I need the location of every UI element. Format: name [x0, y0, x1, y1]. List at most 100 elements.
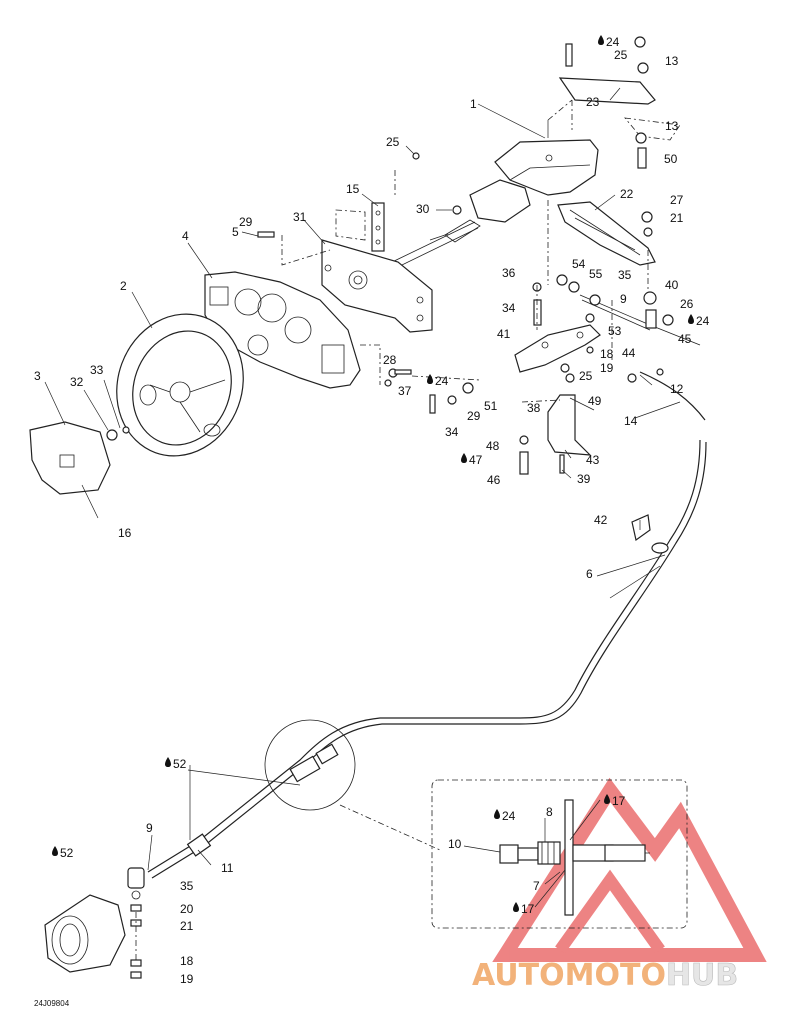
part-number-label: 9 [146, 821, 153, 835]
part-number-label: 11 [221, 861, 234, 875]
part-number-label: 29 [467, 409, 481, 423]
part-number-label: 10 [448, 837, 462, 851]
part-number-label: 18 [600, 347, 614, 361]
part-number-label: 3 [34, 369, 41, 383]
part-number-label: 17 [521, 902, 535, 916]
part-number-label: 35 [618, 268, 632, 282]
part-number-label: 28 [383, 353, 397, 367]
part-number-label: 26 [680, 297, 694, 311]
detail-fitting [499, 799, 650, 916]
watermark-moto: MOTO [565, 958, 666, 993]
pitman-arm-41 [514, 324, 601, 373]
watermark-triangle-icon [492, 777, 767, 962]
detail-box [431, 779, 688, 929]
watermark-hub: HUB [666, 958, 738, 993]
bracket-22 [557, 201, 656, 266]
watermark-auto: AUTO [472, 958, 565, 993]
sealant-drop-icon [598, 35, 604, 45]
watermark-text: AUTOMOTOHUB [472, 958, 738, 993]
part-number-label: 24 [502, 809, 516, 823]
cable-14 [639, 371, 706, 421]
watermark-logo [492, 777, 767, 962]
part-number-label: 35 [180, 879, 194, 893]
part-number-label: 23 [586, 95, 600, 109]
part-number-label: 34 [445, 425, 459, 439]
part-number-label: 46 [487, 473, 501, 487]
part-number-label: 13 [665, 119, 679, 133]
part-number-label: 42 [594, 513, 608, 527]
sealant-drop-icon [604, 794, 610, 804]
sealant-drop-icon [165, 757, 171, 767]
steering-cable-6 [147, 439, 701, 873]
part-number-label: 24 [606, 35, 620, 49]
horn-cover [29, 421, 111, 495]
part-number-label: 24 [696, 314, 710, 328]
part-number-label: 17 [612, 794, 626, 808]
part-number-label: 38 [527, 401, 541, 415]
sealant-drop-icon [461, 453, 467, 463]
fasteners [257, 36, 674, 475]
part-number-label: 52 [60, 846, 74, 860]
washer-33 [122, 426, 130, 434]
sealant-drop-icon [494, 809, 500, 819]
sealant-drop-icon [52, 846, 58, 856]
assembly-lines [281, 170, 649, 385]
part-number-label: 2 [120, 279, 127, 293]
part-number-label: 43 [586, 453, 600, 467]
part-number-label: 1 [470, 97, 477, 111]
sealant-drop-icon [427, 374, 433, 384]
cable-bracket [521, 394, 592, 456]
part-number-label: 48 [486, 439, 500, 453]
part-number-label: 14 [624, 414, 638, 428]
part-number-label: 19 [600, 361, 614, 375]
detail-circle [264, 719, 356, 811]
sealant-drop-icon [513, 902, 519, 912]
part-number-label: 36 [502, 266, 516, 280]
part-number-label: 50 [664, 152, 678, 166]
part-number-label: 7 [533, 879, 540, 893]
mounting-plate [321, 202, 433, 333]
part-number-label: 4 [182, 229, 189, 243]
cable-end-ball [127, 833, 212, 979]
nut-32 [106, 429, 118, 441]
part-number-label: 40 [665, 278, 679, 292]
detail-leader [339, 804, 441, 851]
leader-lines [44, 87, 681, 908]
part-number-label: 53 [608, 324, 622, 338]
part-number-label: 25 [614, 48, 628, 62]
part-number-label: 21 [180, 919, 194, 933]
part-number-label: 5 [232, 225, 239, 239]
part-number-label: 13 [665, 54, 679, 68]
part-number-label: 47 [469, 453, 483, 467]
part-number-label: 22 [620, 187, 634, 201]
sealant-drop-icon [688, 314, 694, 324]
part-number-label: 19 [180, 972, 194, 986]
part-number-label: 24 [435, 374, 449, 388]
part-number-label: 41 [497, 327, 511, 341]
part-number-label: 49 [588, 394, 602, 408]
part-number-label: 44 [622, 346, 636, 360]
part-number-label: 34 [502, 301, 516, 315]
part-number-label: 31 [293, 210, 307, 224]
cable-fitting [289, 743, 339, 783]
part-number-label: 25 [386, 135, 400, 149]
bracket-23 [558, 77, 681, 141]
part-number-label: 8 [546, 805, 553, 819]
part-number-label: 6 [586, 567, 593, 581]
part-number-label: 32 [70, 375, 84, 389]
cable-grommet-42 [631, 514, 669, 554]
part-number-label: 39 [577, 472, 591, 486]
steering-housing [429, 139, 599, 243]
part-number-label: 16 [118, 526, 132, 540]
watermark-inner-triangle-icon [555, 869, 665, 954]
part-number-label: 20 [180, 902, 194, 916]
part-number-label: 54 [572, 257, 586, 271]
steering-wheel [116, 313, 244, 457]
part-number-label: 25 [579, 369, 593, 383]
part-number-label: 21 [670, 211, 684, 225]
part-number-label: 33 [90, 363, 104, 377]
part-number-label: 51 [484, 399, 498, 413]
part-number-label: 55 [589, 267, 603, 281]
part-number-label: 29 [239, 215, 253, 229]
